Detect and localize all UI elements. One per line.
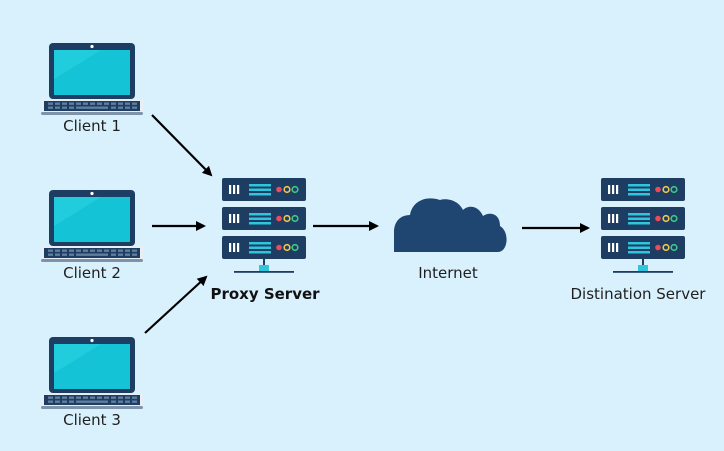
internet-label: Internet — [418, 264, 478, 282]
arrow-client-1-to-proxy — [151, 114, 213, 177]
proxy-server-icon — [222, 178, 306, 273]
destination-server-icon — [601, 178, 685, 273]
laptop-icon-client-2 — [41, 190, 143, 262]
laptop-icon-client-1 — [41, 43, 143, 115]
client-2-label: Client 2 — [63, 264, 121, 282]
cloud-icon — [394, 198, 507, 252]
proxy-server-label: Proxy Server — [210, 285, 320, 303]
laptop-icon-client-3 — [41, 337, 143, 409]
destination-server-label: Distination Server — [570, 285, 706, 303]
client-3-label: Client 3 — [63, 411, 121, 429]
client-1-label: Client 1 — [63, 117, 121, 135]
arrow-client-3-to-proxy — [144, 275, 208, 334]
